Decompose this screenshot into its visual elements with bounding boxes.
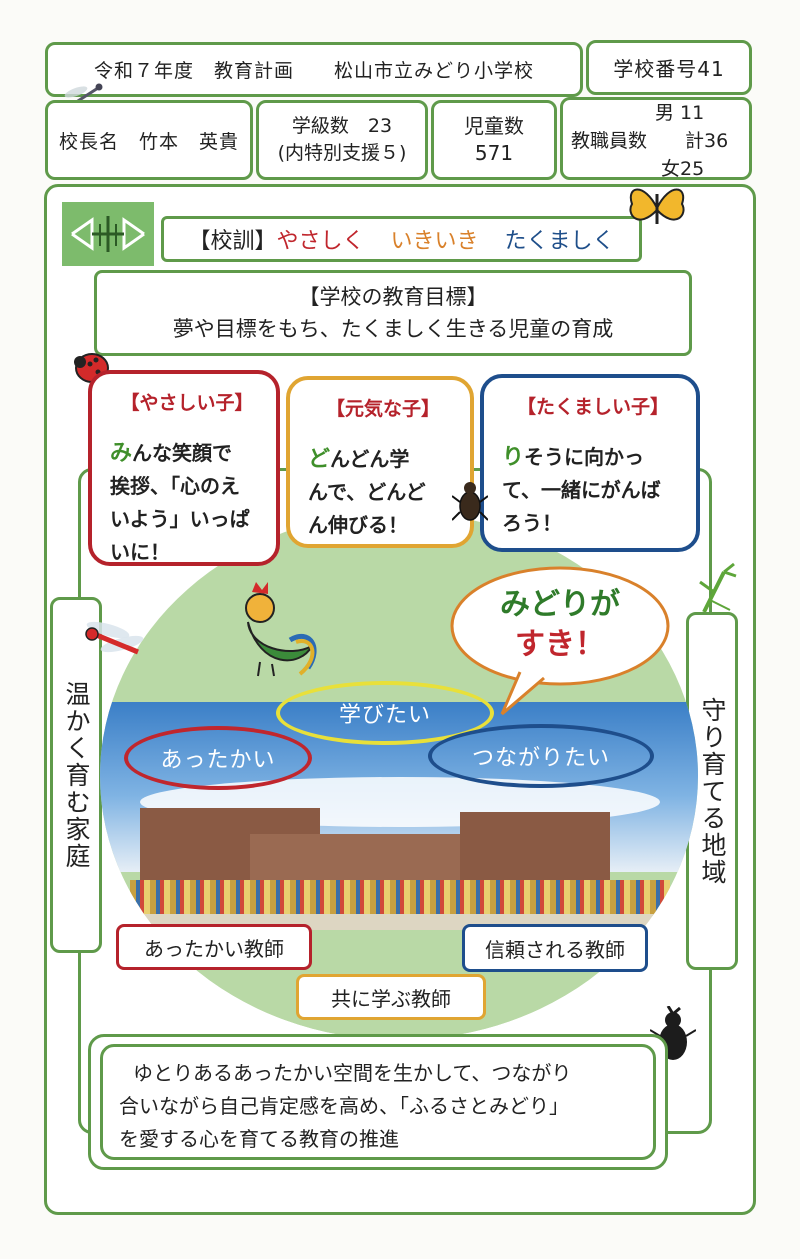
energetic-child-line2: んで、どんど — [308, 480, 426, 504]
staff-label: 教職員数 — [571, 130, 648, 152]
speech-bubble-text: みどりが すき！ — [460, 580, 660, 670]
motto-word-takumashiku: たくましく — [504, 229, 615, 254]
strong-child-bubble: 【たくましい子】 りそうに向かっ て、一緒にがんば ろう！ — [480, 374, 700, 552]
energetic-child-title: 【元気な子】 — [325, 398, 440, 420]
mascot-bird-icon — [245, 582, 317, 677]
speech-bubble-shape — [450, 566, 670, 716]
motto-word-yasashiku: やさしく — [276, 229, 365, 254]
staff-box: 男 11 教職員数 計36 女25 — [560, 97, 752, 180]
learning-together-teacher-box: 共に学ぶ教師 — [296, 974, 486, 1020]
trusted-teacher-box: 信頼される教師 — [462, 924, 648, 972]
education-goal-title: 【学校の教育目標】 — [298, 285, 488, 309]
learn-text: 学びたい — [338, 703, 431, 728]
gentle-child-initial: み — [110, 441, 133, 466]
classes-box: 学級数 23 (内特別支援５) — [256, 100, 428, 180]
connect-ellipse: つながりたい — [428, 724, 654, 788]
home-box: 温かく育む家庭 — [50, 597, 102, 953]
students-label: 児童数 — [464, 114, 524, 138]
energetic-child-line3: ん伸びる！ — [308, 513, 408, 537]
bottom-policy-box: ゆとりあるあったかい空間を生かして、つながり 合いながら自己肯定感を高め、「ふる… — [100, 1044, 656, 1160]
education-goal-box: 【学校の教育目標】 夢や目標をもち、たくましく生きる児童の育成 — [94, 270, 692, 356]
students-crowd — [130, 880, 670, 916]
motto-word-ikiiki: いきいき — [390, 229, 479, 254]
connect-text: つながりたい — [471, 746, 610, 771]
home-text: 温かく育む家庭 — [62, 680, 91, 870]
strong-child-initial: り — [502, 445, 525, 470]
warm-teacher-box: あったかい教師 — [116, 924, 312, 970]
warm-teacher-text: あったかい教師 — [144, 936, 284, 961]
classes-count: 学級数 23 — [291, 115, 393, 137]
red-dragonfly-icon — [85, 621, 144, 655]
school-building — [460, 812, 610, 886]
strong-child-title: 【たくましい子】 — [516, 396, 669, 418]
students-value: 571 — [474, 141, 514, 165]
gentle-child-line4: いに！ — [110, 540, 170, 564]
staff-female: 女25 — [661, 158, 705, 180]
strong-child-line3: ろう！ — [502, 511, 562, 535]
mantis-icon — [699, 562, 737, 613]
trusted-teacher-text: 信頼される教師 — [485, 937, 625, 962]
classes-special: (内特別支援５) — [277, 142, 407, 164]
warm-text: あったかい — [160, 748, 276, 773]
bottom-line2: 合いながら自己肯定感を高め、「ふるさとみどり」 — [119, 1094, 569, 1118]
energetic-child-initial: ど — [308, 447, 331, 472]
plan-title: 令和７年度 教育計画 松山市立みどり小学校 — [93, 60, 534, 82]
motto-box: 【校訓】 やさしく いきいき たくましく — [161, 216, 642, 262]
speech-line2: すき！ — [515, 627, 605, 662]
energetic-child-bubble: 【元気な子】 どんどん学 んで、どんど ん伸びる！ — [286, 376, 474, 548]
butterfly-icon — [629, 188, 685, 224]
strong-child-line1: そうに向かっ — [524, 445, 645, 469]
students-box: 児童数 571 — [431, 100, 557, 180]
learning-together-teacher-text: 共に学ぶ教師 — [331, 986, 451, 1011]
bottom-line3: を愛する心を育てる教育の推進 — [119, 1127, 399, 1151]
principal-name: 校長名 竹本 英貴 — [58, 130, 239, 153]
school-number: 学校番号41 — [613, 57, 725, 81]
plan-title-box: 令和７年度 教育計画 松山市立みどり小学校 — [45, 42, 583, 97]
staff-male: 男 11 — [655, 102, 705, 124]
gentle-child-line3: いよう」いっぱ — [110, 507, 250, 531]
gentle-child-title: 【やさしい子】 — [120, 392, 254, 414]
principal-box: 校長名 竹本 英貴 — [45, 100, 253, 180]
motto-label: 【校訓】 — [188, 229, 277, 254]
bottom-line1: ゆとりあるあったかい空間を生かして、つながり — [133, 1061, 572, 1085]
gentle-child-line2: 挨拶、「心のえ — [110, 474, 240, 498]
speech-line1: みどりが — [500, 587, 620, 622]
community-text: 守り育てる地域 — [698, 696, 727, 886]
gentle-child-line1: んな笑顔で — [132, 441, 233, 465]
beetle-icon — [452, 482, 488, 521]
school-number-box: 学校番号41 — [586, 40, 752, 95]
school-logo-mark-icon — [71, 216, 145, 252]
gentle-child-bubble: 【やさしい子】 みんな笑顔で 挨拶、「心のえ いよう」いっぱ いに！ — [88, 370, 280, 566]
warm-ellipse: あったかい — [124, 726, 312, 790]
energetic-child-line1: んどん学 — [330, 447, 410, 471]
school-logo — [62, 202, 154, 266]
staff-total: 計36 — [685, 130, 729, 152]
education-goal-text: 夢や目標をもち、たくましく生きる児童の育成 — [172, 317, 614, 341]
strong-child-line2: て、一緒にがんば — [502, 478, 661, 502]
learn-ellipse: 学びたい — [276, 681, 494, 745]
